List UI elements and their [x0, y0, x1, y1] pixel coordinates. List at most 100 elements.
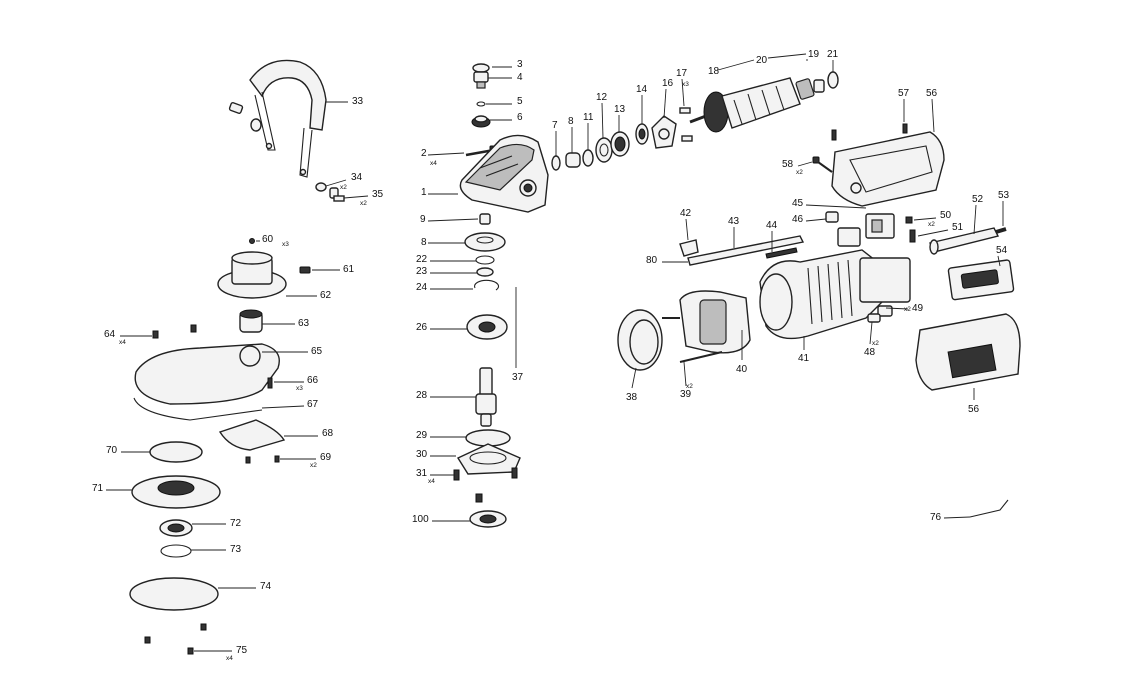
callout-number-12: 12 — [596, 92, 608, 103]
callout-number-8b: 8 — [421, 237, 427, 248]
quantity-58: x2 — [796, 169, 803, 176]
callout-74: 74 — [218, 581, 272, 592]
parts-drawing — [129, 59, 1021, 655]
leader-line-49 — [885, 307, 909, 310]
brush-holder-left — [837, 227, 861, 247]
callout-number-54: 54 — [996, 245, 1008, 256]
callout-30: 30 — [416, 449, 456, 460]
callout-number-80: 80 — [646, 255, 658, 266]
callout-9: 9 — [420, 214, 479, 225]
callout-number-19: 19 — [808, 49, 820, 60]
leader-line-42 — [685, 218, 689, 241]
callout-number-24: 24 — [416, 282, 428, 293]
callout-number-60: 60 — [262, 234, 274, 245]
callout-67: 67 — [261, 399, 319, 410]
callout-43: 43 — [728, 216, 740, 248]
callout-number-1: 1 — [421, 187, 427, 198]
callout-4: 4 — [488, 72, 523, 83]
callout-48: 48 — [864, 321, 876, 358]
callout-number-37: 37 — [512, 372, 524, 383]
callout-number-50: 50 — [940, 210, 952, 221]
spindle-lock-stack — [471, 63, 491, 128]
callout-number-18: 18 — [708, 66, 720, 77]
callout-68: 68 — [284, 428, 334, 439]
callout-number-28: 28 — [416, 390, 428, 401]
callout-number-14: 14 — [636, 84, 648, 95]
callout-number-2: 2 — [421, 148, 427, 159]
gear-head-housing-1 — [459, 134, 549, 213]
callout-34: 34 — [325, 172, 363, 187]
callout-number-42: 42 — [680, 208, 692, 219]
quantity-2: x4 — [430, 160, 437, 167]
callout-number-72: 72 — [230, 518, 242, 529]
callout-39: 39 — [680, 361, 692, 400]
callout-number-49: 49 — [912, 303, 924, 314]
callout-number-62: 62 — [320, 290, 332, 301]
fan-baffle-38 — [617, 309, 663, 371]
callout-72: 72 — [192, 518, 242, 529]
leader-line-9 — [427, 218, 479, 222]
callout-number-16: 16 — [662, 78, 674, 89]
quantity-39: x2 — [686, 383, 693, 390]
callout-number-17: 17 — [676, 68, 688, 79]
callout-2: 2 — [421, 148, 465, 159]
callout-53: 53 — [998, 190, 1010, 226]
switch-rod-43 — [679, 235, 805, 266]
callout-33: 33 — [326, 96, 364, 107]
leader-line-18 — [717, 59, 755, 71]
leader-line-34 — [325, 179, 347, 187]
brush-holder-45 — [865, 213, 895, 239]
leader-line-48 — [869, 321, 873, 345]
callout-number-52: 52 — [972, 194, 984, 205]
leader-line-35 — [343, 195, 369, 199]
callout-number-69: 69 — [320, 452, 332, 463]
clamp-51 — [909, 229, 916, 243]
callout-35: 35 — [343, 189, 384, 200]
gear-train-parts — [551, 115, 677, 171]
leader-line-20 — [767, 53, 807, 59]
stator-40 — [679, 290, 751, 354]
quantity-66: x3 — [296, 385, 303, 392]
callout-29: 29 — [416, 430, 466, 441]
leader-line-51 — [917, 229, 949, 237]
callout-number-29: 29 — [416, 430, 428, 441]
callout-number-7: 7 — [552, 120, 558, 131]
callout-number-57: 57 — [898, 88, 910, 99]
callout-66: 66 — [274, 375, 319, 386]
washer-34 — [315, 182, 327, 192]
callout-13: 13 — [614, 104, 626, 132]
callout-40: 40 — [736, 330, 748, 375]
callout-80: 80 — [646, 255, 688, 266]
callout-31: 31 — [416, 468, 454, 479]
quantity-69: x2 — [310, 462, 317, 469]
callout-6: 6 — [490, 112, 523, 123]
callout-52: 52 — [972, 194, 984, 235]
quantity-17: x3 — [682, 81, 689, 88]
callout-number-70: 70 — [106, 445, 118, 456]
screw-35 — [329, 187, 345, 202]
callout-number-66: 66 — [307, 375, 319, 386]
hex-key-76 — [969, 499, 1009, 518]
callout-56: 56 — [926, 88, 938, 133]
callout-38: 38 — [626, 367, 638, 403]
callout-number-67: 67 — [307, 399, 319, 410]
callout-number-64: 64 — [104, 329, 116, 340]
callout-number-73: 73 — [230, 544, 242, 555]
leader-line-52 — [973, 204, 977, 235]
callout-37: 37 — [512, 287, 524, 383]
callout-number-65: 65 — [311, 346, 323, 357]
leader-line-39 — [683, 361, 687, 387]
callout-number-56b: 56 — [968, 404, 980, 415]
callout-63: 63 — [262, 318, 310, 329]
quantity-64: x4 — [119, 339, 126, 346]
quantity-75: x4 — [226, 655, 233, 662]
callout-number-58: 58 — [782, 159, 794, 170]
leader-line-54 — [997, 255, 1001, 267]
callout-number-31: 31 — [416, 468, 428, 479]
rear-cover-56 — [915, 313, 1021, 391]
callout-16: 16 — [662, 78, 674, 119]
callout-57: 57 — [898, 88, 910, 122]
